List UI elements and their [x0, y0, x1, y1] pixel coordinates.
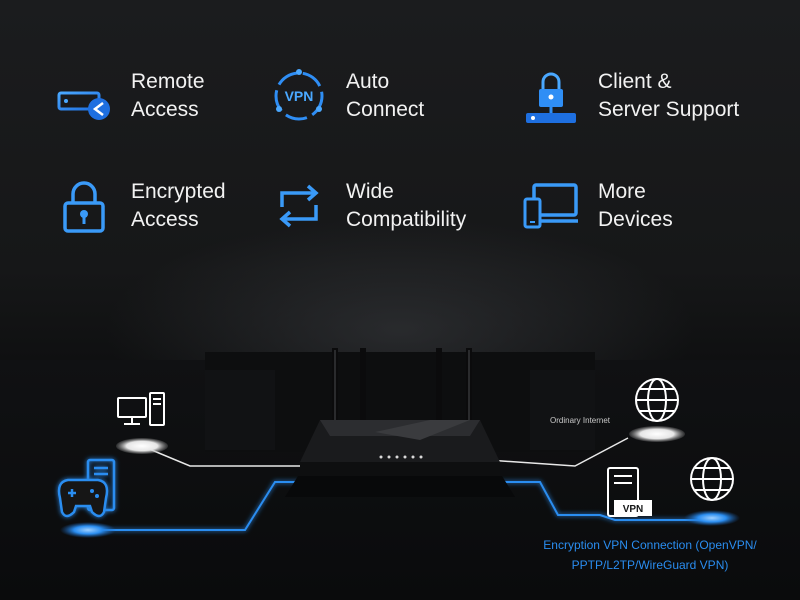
caption-line1: Encryption VPN Connection (OpenVPN/ — [543, 538, 757, 552]
feature-more-devices: More Devices — [522, 177, 673, 235]
ordinary-internet-label: Ordinary Internet — [550, 416, 611, 425]
feature-title-line2: Compatibility — [346, 208, 467, 231]
server-lock-icon — [522, 67, 580, 125]
vpn-tag: VPN — [623, 504, 644, 515]
device-pad-vpn — [60, 522, 116, 538]
feature-title-line2: Access — [131, 98, 199, 121]
feature-wide-compat: Wide Compatibility — [270, 177, 466, 235]
feature-title-line2: Server Support — [598, 98, 740, 121]
desktop-computer-icon — [117, 392, 165, 426]
vpn-globe-icon: VPN — [270, 67, 328, 125]
router — [285, 348, 515, 497]
vpn-server-icon: VPN — [607, 467, 652, 517]
caption-line2: PPTP/L2TP/WireGuard VPN) — [571, 558, 729, 572]
feature-title-line1: Client & — [598, 70, 672, 93]
backdrop-block — [530, 370, 595, 450]
feature-title-line1: Wide — [346, 180, 394, 203]
vpn-destination-pad — [684, 510, 740, 526]
feature-title-line1: More — [598, 180, 646, 203]
feature-title-line1: Auto — [346, 70, 390, 93]
feature-auto-connect: VPN Auto Connect — [270, 67, 424, 125]
feature-remote-access: Remote Access — [55, 67, 205, 125]
feature-title-line2: Devices — [598, 208, 673, 231]
feature-title-line1: Remote — [131, 70, 205, 93]
feature-title-line1: Encrypted — [131, 180, 226, 203]
feature-title-line2: Access — [131, 208, 199, 231]
device-pad — [116, 438, 168, 454]
feature-encrypted-access: Encrypted Access — [55, 177, 226, 235]
svg-text:VPN: VPN — [285, 88, 314, 104]
devices-icon — [522, 177, 580, 235]
feature-title-line2: Connect — [346, 98, 425, 121]
game-controller-icon — [57, 478, 109, 518]
ordinary-link-right — [487, 437, 629, 467]
router-remote-icon — [55, 67, 113, 125]
globe-vpn-icon — [690, 457, 734, 501]
backdrop-block — [205, 370, 275, 450]
vpn-link-left — [88, 481, 300, 531]
padlock-icon — [55, 177, 113, 235]
vpn-connection-caption: Encryption VPN Connection (OpenVPN/ PPTP… — [520, 535, 780, 575]
internet-pad — [629, 426, 685, 442]
vpn-link-right — [500, 481, 712, 521]
sync-arrows-icon — [270, 177, 328, 235]
globe-icon — [635, 378, 679, 422]
feature-client-server: Client & Server Support — [522, 67, 739, 125]
